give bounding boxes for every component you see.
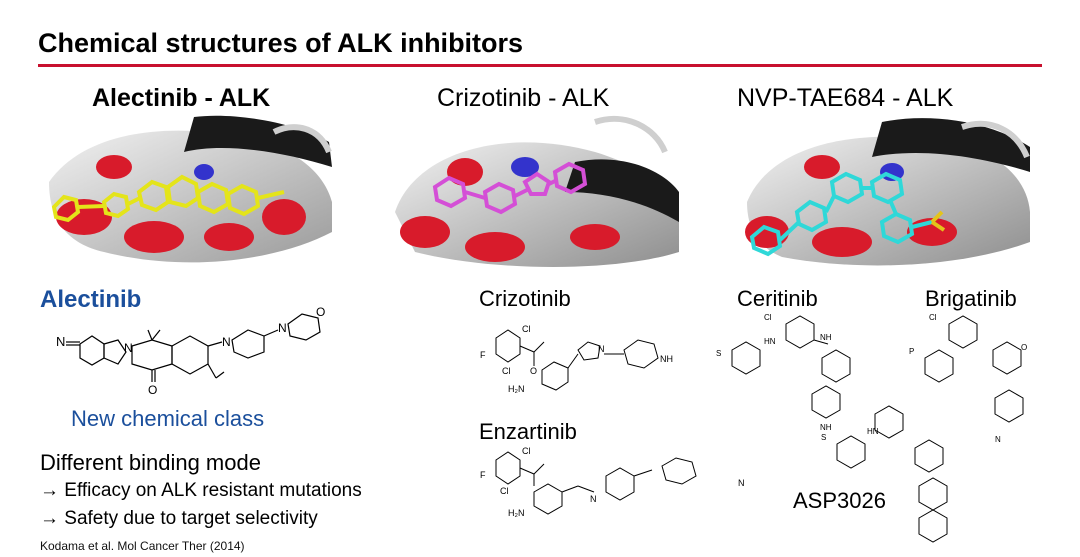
ring-n-label: N (124, 341, 133, 355)
asp3026-label: ASP3026 (793, 488, 886, 513)
n-label-4: N (995, 435, 1001, 444)
bullet-safety: → Safety due to target selectivity (40, 508, 318, 529)
nh-label-3: NH (820, 423, 832, 432)
cl-label-6: Cl (929, 313, 937, 322)
panel-caption-nvp: NVP-TAE684 - ALK (737, 84, 954, 112)
s-label-1: S (716, 349, 721, 358)
crizotinib-structure: Cl F Cl O H₂N N NH (478, 310, 693, 398)
n-label-2: N (590, 494, 597, 504)
alectinib-structure: N N O N N O (52, 302, 352, 402)
morpholine-o-label: O (316, 305, 325, 319)
crizotinib-label: Crizotinib (479, 286, 571, 311)
panel-caption-alectinib: Alectinib - ALK (92, 84, 271, 112)
nitrile-n-label: N (56, 334, 65, 349)
alectinib-binding-image (44, 112, 334, 277)
piperidine-n-label: N (222, 335, 231, 349)
ligand (51, 174, 285, 223)
nvp-binding-image (742, 112, 1032, 277)
h2n-label-1: H₂N (508, 384, 525, 394)
ceritinib-label: Ceritinib (737, 286, 818, 311)
o-label-2: O (1021, 343, 1027, 352)
p-label: P (909, 347, 914, 356)
h2n-label-2: H₂N (508, 508, 525, 518)
nh-label-1: NH (660, 354, 673, 364)
brigatinib-label: Brigatinib (925, 286, 1017, 311)
s-label-2: S (821, 433, 826, 442)
cl-label-3: Cl (522, 446, 531, 456)
n-label-1: N (598, 344, 605, 354)
enzartinib-structure: Cl F Cl H₂N N N (478, 442, 763, 522)
slide-title: Chemical structures of ALK inhibitors (38, 28, 524, 58)
title-rule (38, 64, 1042, 67)
o-label-1: O (530, 366, 537, 376)
ceritinib-structure: Cl HN S NH NH (712, 310, 902, 432)
morpholine-n-label: N (278, 321, 287, 335)
brigatinib-structure: Cl P O N (905, 310, 1055, 475)
enzartinib-label: Enzartinib (479, 419, 577, 444)
hn-label-2: HN (867, 427, 879, 436)
binding-heading: Different binding mode (40, 450, 261, 475)
cl-label-2: Cl (502, 366, 511, 376)
f-label-2: F (480, 470, 486, 480)
alectinib-heading: Alectinib (40, 286, 142, 313)
citation: Kodama et al. Mol Cancer Ther (2014) (40, 539, 245, 553)
nh-label-2: NH (820, 333, 832, 342)
ketone-o-label: O (148, 383, 157, 397)
cl-label-4: Cl (500, 486, 509, 496)
f-label-1: F (480, 350, 486, 360)
cl-label-1: Cl (522, 324, 531, 334)
panel-caption-crizotinib: Crizotinib - ALK (437, 84, 610, 112)
n-label-3: N (738, 478, 745, 488)
asp3026-structure: HN S (815, 402, 975, 550)
cl-label-5: Cl (764, 313, 772, 322)
crizotinib-binding-image (395, 112, 680, 277)
hn-label-1: HN (764, 337, 776, 346)
alectinib-subtitle: New chemical class (71, 406, 265, 431)
bullet-efficacy: → Efficacy on ALK resistant mutations (40, 480, 362, 501)
